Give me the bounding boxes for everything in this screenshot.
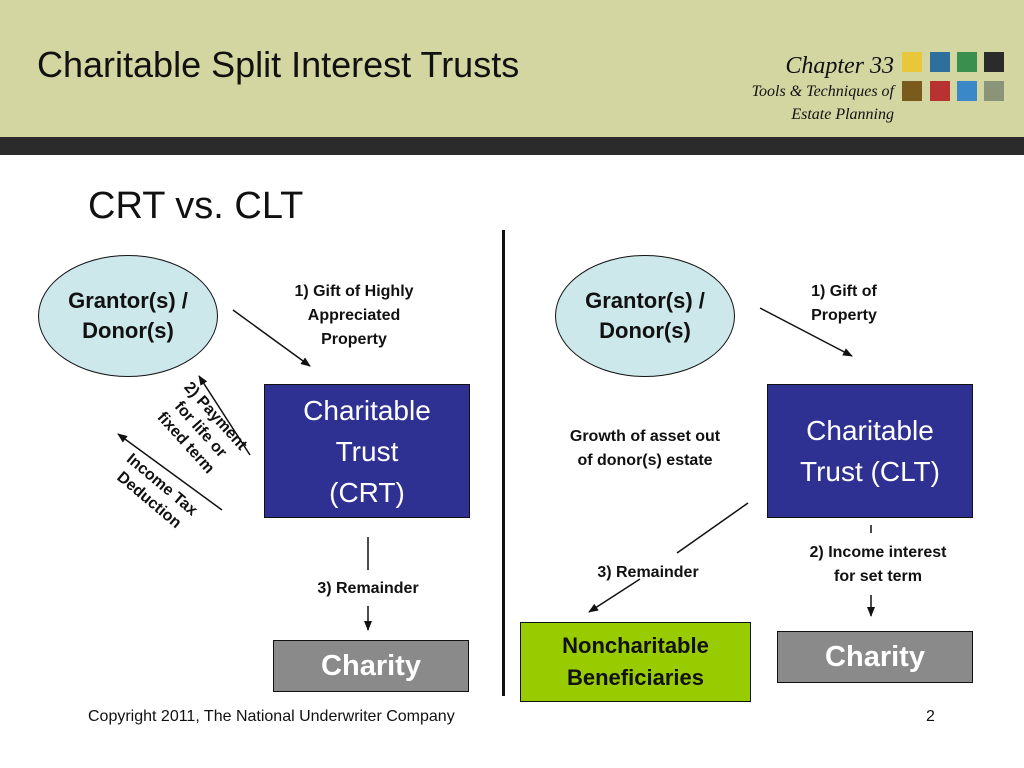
color-swatch [930, 52, 950, 72]
color-swatch [984, 81, 1004, 101]
grantor-label-line2: Donor(s) [599, 318, 691, 343]
gift-arrow-crt [232, 309, 311, 367]
gift-arrow-clt [759, 307, 853, 357]
payment-arrow-crt [198, 375, 251, 456]
color-swatch [902, 81, 922, 101]
gift-label-line2: Property [811, 307, 877, 324]
gift-label-line1: 1) Gift of Highly [294, 283, 414, 300]
income-label-line1: 2) Income interest [809, 544, 947, 561]
charity-box-clt: Charity [777, 631, 973, 683]
grantor-label-line1: Grantor(s) / [585, 288, 705, 313]
column-divider [502, 230, 505, 696]
gift-label-line2: Appreciated [307, 307, 401, 324]
charitable-trust-crt-box: Charitable Trust (CRT) [264, 384, 470, 518]
grantor-label-line1: Grantor(s) / [68, 288, 188, 313]
noncharitable-label-line2: Beneficiaries [567, 665, 704, 690]
growth-line-clt [676, 502, 749, 554]
color-swatch [957, 81, 977, 101]
remainder-arrow-clt [588, 578, 641, 613]
growth-label-clt: Growth of asset out of donor(s) estate [542, 425, 748, 473]
trust-label-line1: Charitable [806, 415, 934, 446]
growth-label-line2: of donor(s) estate [577, 452, 713, 469]
growth-label-line1: Growth of asset out [569, 428, 721, 445]
chapter-info: Chapter 33 Tools & Techniques of Estate … [752, 52, 894, 126]
chapter-title: Chapter 33 [785, 53, 894, 79]
slide-title: Charitable Split Interest Trusts [37, 44, 520, 85]
remainder-label-clt: 3) Remainder [597, 564, 699, 581]
remainder-label-crt: 3) Remainder [317, 580, 419, 597]
income-interest-label-clt: 2) Income interest for set term [780, 541, 976, 589]
grantor-donor-ellipse-clt: Grantor(s) / Donor(s) [555, 255, 735, 377]
header-band [0, 0, 1024, 137]
gift-label-line3: Property [321, 331, 387, 348]
color-swatch [957, 52, 977, 72]
slide-subtitle: CRT vs. CLT [88, 185, 304, 227]
color-swatch [902, 52, 922, 72]
gift-label-line1: 1) Gift of [811, 283, 877, 300]
gift-label-clt: 1) Gift of Property [780, 280, 908, 328]
book-title-line2: Estate Planning [791, 106, 894, 123]
noncharitable-beneficiaries-box: Noncharitable Beneficiaries [520, 622, 751, 702]
trust-label-line3: (CRT) [329, 476, 405, 508]
trust-label-line2: Trust [335, 435, 399, 467]
charity-box-crt: Charity [273, 640, 469, 692]
income-label-line2: for set term [833, 568, 923, 585]
book-title-line1: Tools & Techniques of [751, 83, 894, 100]
charitable-trust-clt-box: Charitable Trust (CLT) [767, 384, 973, 518]
deduction-arrow-crt [117, 433, 223, 511]
copyright-text: Copyright 2011, The National Underwriter… [88, 708, 455, 725]
trust-label-line2: Trust (CLT) [800, 456, 940, 487]
grantor-donor-ellipse-crt: Grantor(s) / Donor(s) [38, 255, 218, 377]
color-swatch [984, 52, 1004, 72]
color-swatch [930, 81, 950, 101]
noncharitable-label-line1: Noncharitable [562, 633, 709, 658]
page-number: 2 [926, 708, 935, 725]
header-divider-bar [0, 137, 1024, 155]
trust-label-line1: Charitable [303, 394, 431, 426]
gift-label-crt: 1) Gift of Highly Appreciated Property [270, 280, 438, 352]
grantor-label-line2: Donor(s) [82, 318, 174, 343]
